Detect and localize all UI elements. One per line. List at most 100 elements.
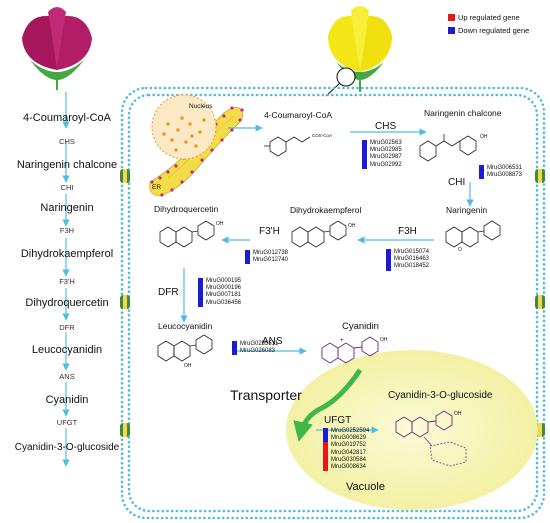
left-enzyme-f3h: F3H [59,226,75,235]
regulation-swatch [386,256,391,264]
regulation-swatch [362,140,367,148]
gene-id: MruG030584 [331,456,367,463]
compound-coumaroyl: 4-Coumaroyl-CoA [264,110,333,120]
gene-id: MruG02992 [370,161,402,168]
regulation-swatch [479,165,484,173]
left-step-cyanidin: Cyanidin [45,394,89,406]
gene-id: MruG000195 [206,278,242,284]
gene-id: MruG019752 [331,442,367,449]
regulation-swatch [323,428,328,436]
nucleus-label: Nucleus [189,103,213,110]
zoom-line [325,82,341,97]
enzyme-chs: CHS [375,121,397,132]
gene-id: MruG006531 [487,165,523,171]
regulation-swatch [386,249,391,257]
gene-id: MruG016463 [394,256,430,263]
left-enzyme-chi: CHI [60,183,74,192]
gene-id: MruG02985 [370,147,402,154]
c3g-structure [395,410,467,467]
leuco-oh-label: OH [184,363,192,369]
yellow-flower-icon [328,6,392,92]
left-step-coumaroyl: 4-Coumaroyl-CoA [22,112,112,124]
regulation-bar [323,428,328,472]
enzyme-f3ph: F3'H [259,226,280,237]
regulation-swatch [323,456,328,465]
legend-up-swatch [448,14,455,21]
regulation-bar [245,250,250,265]
gene-id: MruG007181 [206,292,242,299]
left-step-chalcone: Naringenin chalcone [16,159,118,171]
cyanidin-plus-label: + [340,338,344,344]
legend-down-swatch [448,27,455,34]
compound-chalcone: Naringenin chalcone [424,108,502,118]
dhk-oh-label: OH [348,223,356,229]
compound-dhq: Dihydroquercetin [154,204,219,214]
regulation-bar [362,140,367,169]
compound-cyanidin: Cyanidin [342,321,379,332]
regulation-swatch [198,285,203,293]
left-step-dhq: Dihydroquercetin [25,297,109,309]
gene-id: MruG036456 [206,299,242,306]
compound-naringenin: Naringenin [446,205,488,215]
gene-id: MruG012740 [253,257,289,264]
left-step-leuco: Leucocyanidin [31,344,103,356]
regulation-swatch [323,442,328,450]
legend-down-label: Down regulated gene [458,26,530,35]
left-step-dhk: Dihydrokaempferol [20,248,114,260]
regulation-swatch [232,348,237,356]
gene-id: MruG02987 [370,154,402,161]
left-enzyme-ufgt: UFGT [56,418,78,427]
leuco-structure [157,334,213,362]
gene-id: MruG02563 [370,140,402,146]
enzyme-ufgt: UFGT [324,415,352,426]
dhq-oh-label: OH [216,221,224,227]
transporter-label: Transporter [230,387,302,403]
regulation-bar [232,341,237,356]
naringenin-o-label: O [458,247,462,253]
regulation-swatch [386,263,391,271]
regulation-swatch [362,161,367,169]
dhk-structure [291,220,347,248]
gene-id: MruG018452 [394,263,430,270]
left-enzyme-ans: ANS [59,372,75,381]
chalcone-oh-label: OH [480,134,488,140]
regulation-swatch [198,292,203,300]
regulation-bar [198,278,203,307]
er-label: ER [152,184,162,191]
gene-id: MruG015074 [394,249,430,255]
regulation-swatch [198,278,203,286]
gene-id: MruG0252594 [331,428,370,434]
chalcone-structure [419,134,477,162]
regulation-swatch [362,147,367,155]
regulation-swatch [362,154,367,162]
coa-group-label: COS-CoA [312,133,333,138]
regulation-swatch [479,172,484,180]
gene-id: MruG008629 [331,435,367,442]
coumaroyl-structure [264,136,311,157]
vacuole-label: Vacuole [346,481,385,493]
enzyme-ans: ANS [262,336,283,347]
left-enzyme-f3ph: F3'H [59,277,75,286]
gene-id: MruG042817 [331,449,367,456]
cyanidin-oh-label: OH [380,337,388,343]
left-enzyme-dfr: DFR [59,323,75,332]
compound-c3g: Cyanidin-3-O-glucoside [388,390,493,401]
dhq-structure [159,220,215,248]
compound-leuco: Leucocyanidin [158,321,213,331]
regulation-swatch [245,257,250,265]
regulation-bar [386,249,391,271]
compound-dhk: Dihydrokaempferol [290,205,362,215]
regulation-swatch [323,435,328,443]
gene-id: MruG008634 [331,464,367,471]
